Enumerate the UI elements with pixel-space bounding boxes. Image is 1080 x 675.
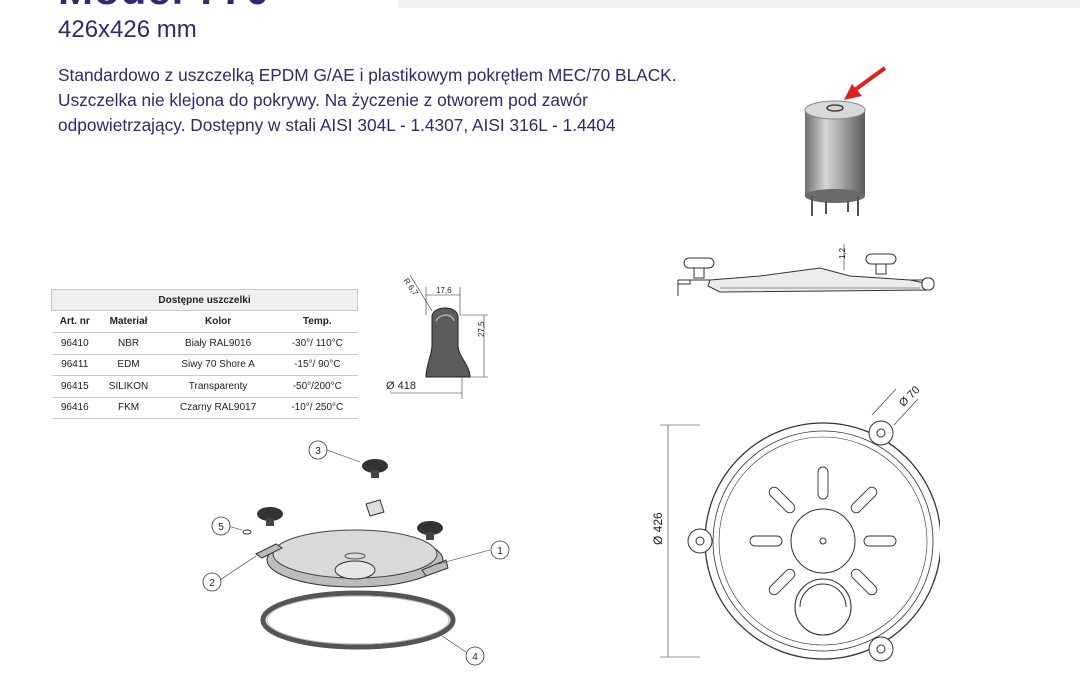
table-cell: EDM <box>97 354 160 376</box>
side-view-drawing: 1,2 <box>677 244 935 296</box>
callout-label: 3 <box>315 446 321 457</box>
seal-table: Dostępne uszczelki Art. nr Materiał Kolo… <box>51 289 358 419</box>
table-cell: -50°/200°C <box>277 375 358 398</box>
table-cell: Biały RAL9016 <box>159 332 278 355</box>
table-cell: 96411 <box>51 354 98 376</box>
product-heading: Model 770 <box>58 0 270 14</box>
table-row: 96416 FKM Czarny RAL9017 -10°/ 250°C <box>51 397 358 419</box>
product-description: Standardowo z uszczelką EPDM G/AE i plas… <box>58 65 677 135</box>
knob-icon <box>868 420 894 446</box>
callout-label: 2 <box>209 578 215 589</box>
seal-diameter-label: Ø 418 <box>386 380 416 392</box>
knob-diameter-label: Ø 70 <box>897 385 922 409</box>
table-cell: Transparenty <box>159 375 278 398</box>
table-cell: -10°/ 250°C <box>277 397 358 419</box>
table-cell: -30°/ 110°C <box>277 332 358 355</box>
knob-icon <box>257 507 283 526</box>
column-header: Temp. <box>277 310 358 333</box>
top-bar <box>398 0 1080 8</box>
table-cell: FKM <box>97 397 160 419</box>
table-row: 96415 SILIKON Transparenty -50°/200°C <box>51 375 358 398</box>
table-cell: 96416 <box>51 397 98 419</box>
knob-icon <box>683 257 715 279</box>
table-cell: Siwy 70 Shore A <box>159 354 278 376</box>
side-gap-label: 1,2 <box>838 247 847 259</box>
table-cell: SILIKON <box>97 375 160 398</box>
knob-icon <box>362 459 388 478</box>
seal-radius-label: R 6,7 <box>402 276 421 297</box>
red-arrow-icon <box>844 66 887 100</box>
table-cell: 96410 <box>51 332 98 355</box>
callout-label: 4 <box>472 652 478 663</box>
table-cell: Czarny RAL9017 <box>159 397 278 419</box>
seal-height-label: 27,5 <box>477 321 486 337</box>
column-header: Materiał <box>97 310 160 333</box>
seal-width-label: 17,6 <box>436 286 452 295</box>
table-cell: -15°/ 90°C <box>277 354 358 376</box>
tank-illustration <box>804 66 887 216</box>
knob-icon <box>865 253 897 275</box>
exploded-assembly-drawing: 5 3 1 2 4 <box>202 440 510 666</box>
column-header: Art. nr <box>51 310 98 333</box>
table-row: 96410 NBR Biały RAL9016 -30°/ 110°C <box>51 332 358 355</box>
callout-label: 1 <box>497 546 503 557</box>
callout-label: 5 <box>218 522 224 533</box>
product-size: 426x426 mm <box>58 16 197 43</box>
table-row: 96411 EDM Siwy 70 Shore A -15°/ 90°C <box>51 354 358 376</box>
knob-icon <box>687 528 713 554</box>
knob-icon <box>417 521 443 540</box>
top-diameter-label: Ø 426 <box>651 512 665 545</box>
top-view-drawing: Ø 426 Ø 70 <box>651 385 940 662</box>
knob-icon <box>868 636 894 662</box>
seal-profile-drawing: 17,6 27,5 R 6,7 Ø 418 <box>386 274 488 399</box>
table-caption: Dostępne uszczelki <box>51 289 358 311</box>
column-header: Kolor <box>159 310 278 333</box>
table-cell: NBR <box>97 332 160 355</box>
table-cell: 96415 <box>51 375 98 398</box>
